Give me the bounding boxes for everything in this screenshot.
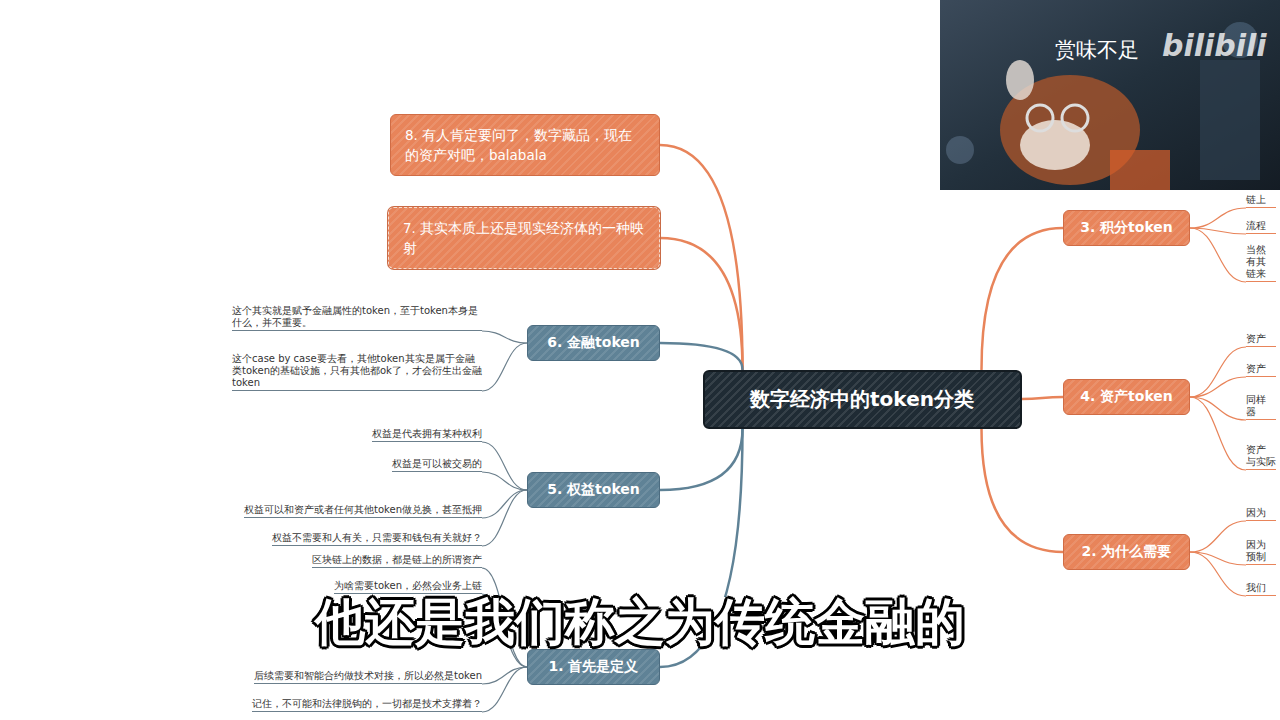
leaf-fragment: 资产 与实际 <box>1246 444 1276 470</box>
node-title: 8. 有人肯定要问了，数字藏品，现在的资产对吧，balabala <box>405 125 645 166</box>
node-title: 3. 积分token <box>1076 219 1177 237</box>
node-title: 6. 金融token <box>540 334 647 352</box>
leaf-fragment: 同样 器 <box>1246 394 1276 420</box>
leader-line <box>482 667 527 684</box>
branch-box: 2. 为什么需要 <box>1063 534 1190 570</box>
leader-line <box>482 667 527 712</box>
video-bg-shape <box>1200 60 1260 180</box>
leader-line <box>1190 521 1246 552</box>
figure-glasses <box>1027 105 1053 131</box>
leaf-note: 权益可以和资产或者任何其他token做兑换，甚至抵押 <box>244 504 482 518</box>
leader-line <box>1190 228 1246 282</box>
node-title: 5. 权益token <box>540 481 647 499</box>
leaf-note: 为啥需要token，必然会业务上链 <box>334 580 482 594</box>
central-topic: 数字经济中的token分类 <box>703 370 1022 429</box>
figure-ear <box>1006 60 1034 100</box>
leaf-note: 权益是可以被交易的 <box>392 458 482 472</box>
branch-connector <box>982 429 1064 553</box>
leader-line <box>1190 208 1246 228</box>
branch-connector <box>660 145 743 370</box>
leaf-note: 权益不需要和人有关，只需要和钱包有关就好？ <box>272 532 482 546</box>
branch-connector <box>982 228 1064 370</box>
branch-box: 7. 其实本质上还是现实经济体的一种映射 <box>388 207 660 270</box>
leader-line <box>482 490 527 518</box>
leaf-fragment: 当然 有其 链来 <box>1246 244 1276 282</box>
leader-line <box>482 331 527 343</box>
video-light <box>946 136 974 164</box>
leader-line <box>482 442 527 490</box>
branch-connector <box>660 429 743 491</box>
leaf-note: 权益是代表拥有某种权利 <box>372 428 482 442</box>
leader-line <box>1190 397 1246 420</box>
node-title: 7. 其实本质上还是现实经济体的一种映射 <box>403 218 645 259</box>
leader-line <box>482 343 527 391</box>
leaf-note: 后续需要和智能合约做技术对接，所以必然是token <box>254 670 482 684</box>
leader-lines <box>482 331 527 712</box>
branch-box: 3. 积分token <box>1063 210 1190 246</box>
node-title: 2. 为什么需要 <box>1076 543 1177 561</box>
leader-line <box>1190 377 1246 397</box>
branch-connector <box>660 343 743 370</box>
branch-box: 6. 金融token <box>527 325 660 361</box>
leaf-fragment: 我们 <box>1246 582 1276 596</box>
watermark: bilibili <box>1162 28 1267 63</box>
branch-connector <box>660 238 743 370</box>
leader-line <box>482 472 527 490</box>
figure-body <box>1110 150 1170 190</box>
leaf-fragment: 资产 <box>1246 333 1276 347</box>
leaf-note: 记住，不可能和法律脱钩的，一切都是技术支撑着？ <box>252 698 482 712</box>
leader-line <box>1190 228 1246 234</box>
leaf-fragment: 流程 <box>1246 220 1276 234</box>
branch-box: 5. 权益token <box>527 472 660 508</box>
node-title: 数字经济中的token分类 <box>735 386 990 413</box>
leaf-fragment: 链上 <box>1246 194 1276 208</box>
branch-box: 1. 首先是定义 <box>527 649 660 685</box>
leaf-fragment: 因为 <box>1246 507 1276 521</box>
leaf-note: 这个case by case要去看，其他token其实是属于金融类token的基… <box>232 353 482 391</box>
subtitle: 他还是我们称之为传统金融的 <box>311 597 969 647</box>
leaf-fragment: 资产 <box>1246 363 1276 377</box>
channel-name: 赏味不足 <box>1055 36 1139 64</box>
leaf-note: 区块链上的数据，都是链上的所谓资产 <box>312 554 482 568</box>
branch-box: 8. 有人肯定要问了，数字藏品，现在的资产对吧，balabala <box>390 114 660 177</box>
leader-lines <box>1190 208 1246 596</box>
leaf-fragment: 因为 预制 <box>1246 539 1276 565</box>
leader-line <box>1190 552 1246 596</box>
leader-line <box>482 490 527 546</box>
node-title: 4. 资产token <box>1076 388 1177 406</box>
node-title: 1. 首先是定义 <box>540 658 647 676</box>
figure-glasses <box>1062 105 1088 131</box>
video-frame <box>940 0 1280 190</box>
leader-line <box>1190 397 1246 470</box>
branch-connector <box>1022 397 1064 399</box>
leader-line <box>1190 347 1246 397</box>
video-overlay <box>940 0 1280 190</box>
leaf-note: 这个其实就是赋予金融属性的token，至于token本身是什么，并不重要。 <box>232 305 482 331</box>
branch-box: 4. 资产token <box>1063 379 1190 415</box>
